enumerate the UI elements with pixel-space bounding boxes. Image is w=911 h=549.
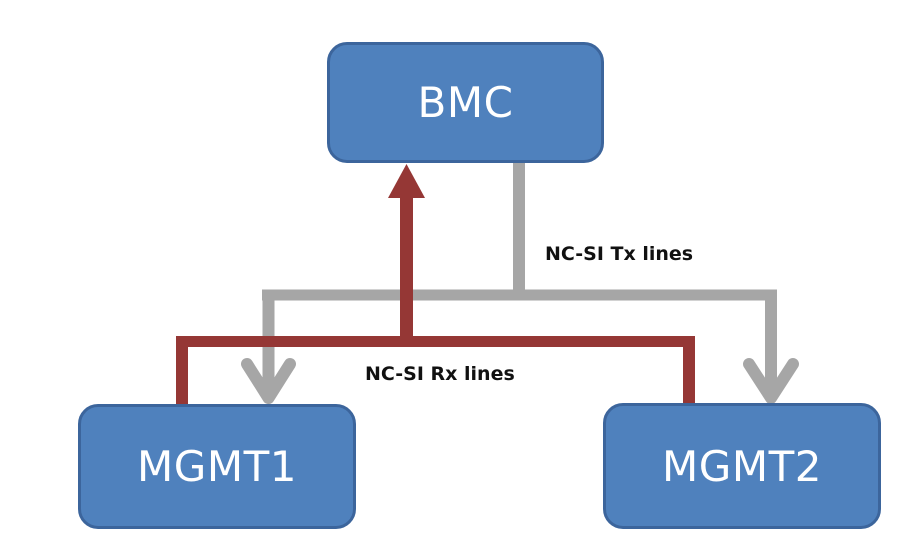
rx-lines-label: NC-SI Rx lines (365, 363, 515, 385)
node-mgmt2: MGMT2 (603, 403, 881, 529)
rx-lines (176, 164, 695, 406)
tx-arrowhead-mgmt2 (743, 358, 799, 404)
tx-arrowhead-mgmt1 (241, 358, 296, 404)
tx-lines-label: NC-SI Tx lines (545, 243, 694, 265)
node-bmc: BMC (327, 42, 604, 163)
tx-lines (241, 162, 799, 404)
node-mgmt1: MGMT1 (78, 404, 356, 529)
node-bmc-label: BMC (417, 78, 514, 127)
rx-arrowhead-bmc (388, 164, 425, 198)
node-mgmt2-label: MGMT2 (662, 441, 822, 491)
node-mgmt1-label: MGMT1 (137, 442, 297, 491)
